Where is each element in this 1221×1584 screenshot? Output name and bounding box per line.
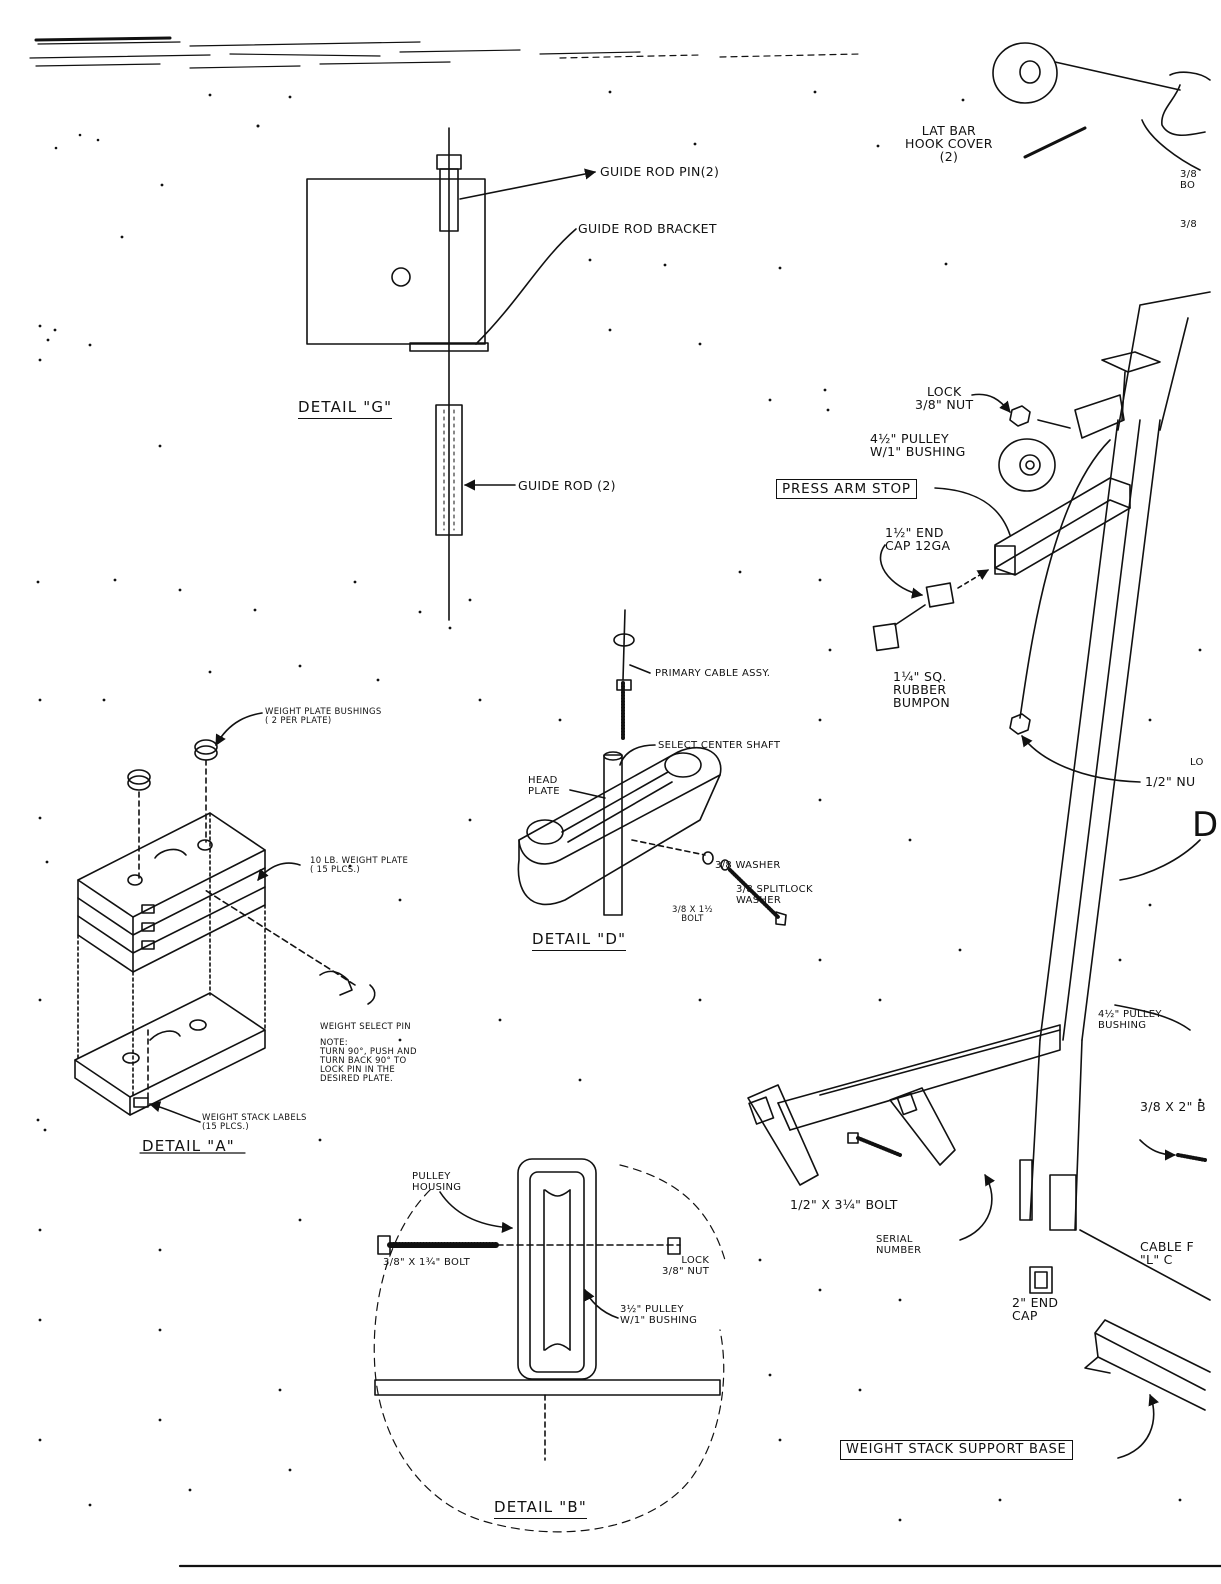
label-bolt-38x112: 3/8 X 1½ BOLT <box>672 905 713 924</box>
label-pulley-312: 3½" PULLEY W/1" BUSHING <box>620 1304 698 1326</box>
label-nut-12-partial: 1/2" NU <box>1145 774 1196 789</box>
label-lock-nut-38-b: LOCK 3/8" NUT <box>662 1255 710 1277</box>
detail-b-drawing <box>373 1158 726 1533</box>
label-lat-bar-hook-cover: LAT BAR HOOK COVER (2) <box>905 123 993 165</box>
label-rubber-bumpon: 1¼" SQ. RUBBER BUMPON <box>893 669 951 711</box>
label-detail-a: DETAIL "A" <box>142 1137 235 1155</box>
label-bolt-12x314: 1/2" X 3¼" BOLT <box>790 1197 898 1212</box>
label-lock-nut-12-partial: LO <box>1190 757 1204 768</box>
label-end-cap-112: 1½" END CAP 12GA <box>885 525 951 554</box>
label-pulley-412-right: 4½" PULLEY BUSHING <box>1098 1009 1162 1031</box>
label-washer-38: 3/8 WASHER <box>715 860 781 871</box>
detail-g-drawing <box>306 127 597 621</box>
label-guide-rod-bracket: GUIDE ROD BRACKET <box>578 221 717 236</box>
label-end-cap-2: 2" END CAP <box>1012 1295 1059 1324</box>
label-bolt-partial-1: 3/8 BO <box>1180 169 1197 191</box>
label-weight-stack-labels: WEIGHT STACK LABELS (15 PLCS.) <box>202 1113 307 1132</box>
label-press-arm-stop: PRESS ARM STOP <box>776 479 917 500</box>
label-cable-partial: CABLE F "L" C <box>1140 1239 1194 1268</box>
label-pulley-housing: PULLEY HOUSING <box>412 1171 462 1193</box>
label-primary-cable: PRIMARY CABLE ASSY. <box>655 668 771 679</box>
label-detail-b: DETAIL "B" <box>494 1499 587 1519</box>
label-guide-rod-pin: GUIDE ROD PIN(2) <box>600 164 720 179</box>
label-serial-number: SERIAL NUMBER <box>876 1234 922 1256</box>
label-weight-plate-bushings: WEIGHT PLATE BUSHINGS ( 2 PER PLATE) <box>265 707 382 726</box>
detail-d-drawing <box>517 609 787 926</box>
label-note: NOTE: TURN 90°, PUSH AND TURN BACK 90° T… <box>320 1038 417 1084</box>
detail-a-drawing <box>74 712 376 1154</box>
lat-bar-hook-drawing <box>992 42 1211 171</box>
label-select-center-shaft: SELECT CENTER SHAFT <box>658 740 781 751</box>
label-bolt-38x2-partial: 3/8 x 2" B <box>1140 1099 1206 1114</box>
label-weight-select-pin: WEIGHT SELECT PIN <box>320 1022 411 1032</box>
label-detail-d: DETAIL "D" <box>532 931 627 951</box>
speckle-dots <box>36 90 1202 1522</box>
label-big-d-partial: D <box>1192 805 1219 845</box>
label-detail-g: DETAIL "G" <box>298 399 393 419</box>
label-bolt-partial-2: 3/8 <box>1180 219 1197 230</box>
label-bolt-38x134: 3/8" X 1¾" BOLT <box>383 1257 471 1268</box>
label-splitlock-washer: 3/8 SPLITLOCK WASHER <box>736 884 813 906</box>
header-scribble <box>29 36 861 69</box>
label-weight-stack-support-base: WEIGHT STACK SUPPORT BASE <box>840 1440 1073 1460</box>
frame-drawing <box>747 291 1211 1459</box>
label-head-plate: HEAD PLATE <box>528 775 560 797</box>
label-weight-plate-10lb: 10 LB. WEIGHT PLATE ( 15 PLCS.) <box>310 856 409 875</box>
label-lock-nut-38: LOCK 3/8" NUT <box>915 384 974 413</box>
label-pulley-412-top: 4½" PULLEY W/1" BUSHING <box>870 431 966 460</box>
label-guide-rod: GUIDE ROD (2) <box>518 478 616 493</box>
